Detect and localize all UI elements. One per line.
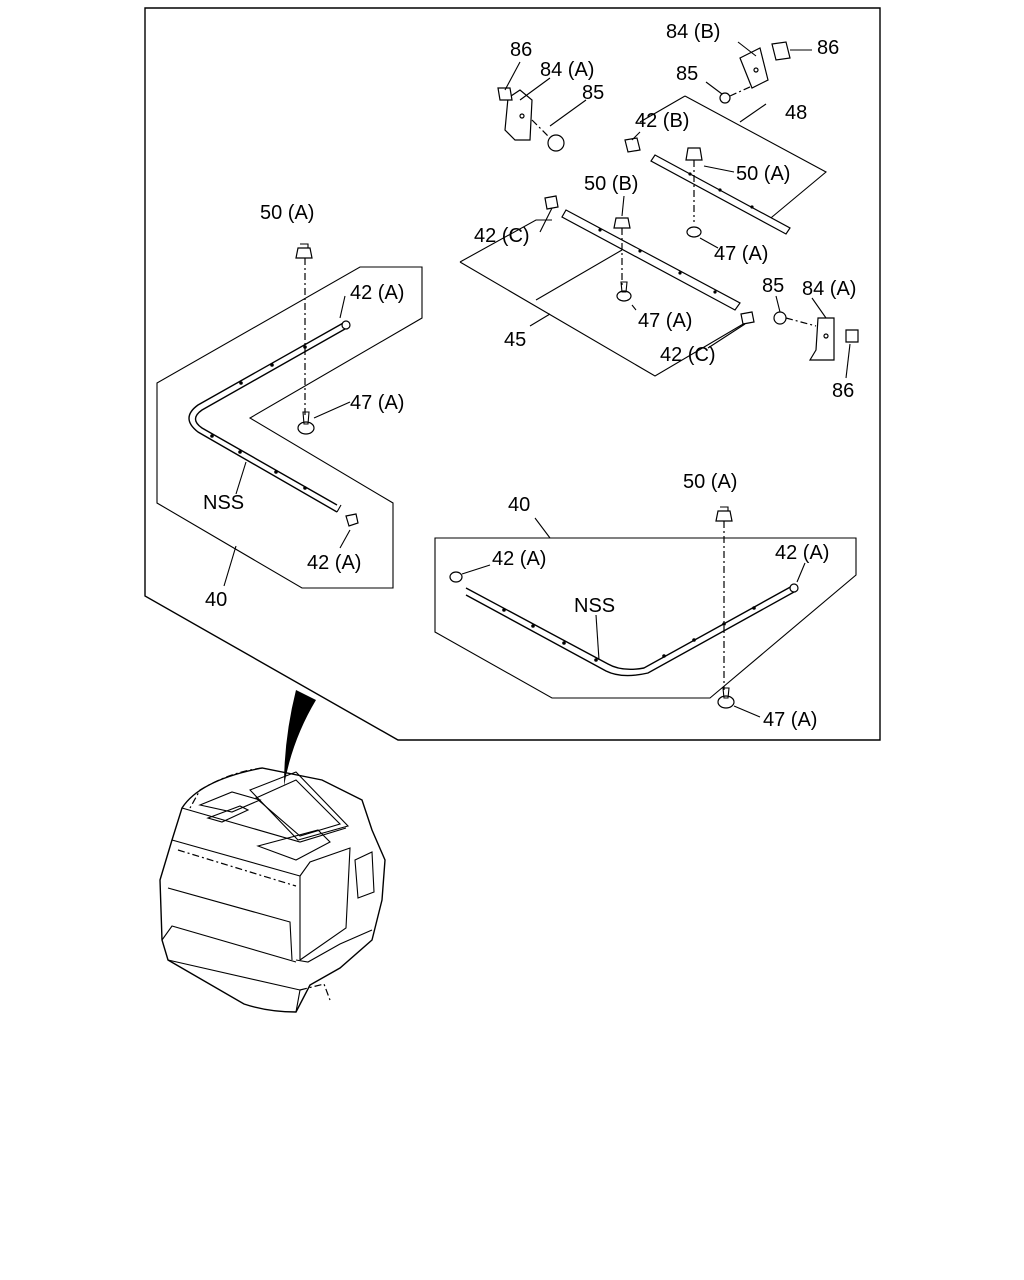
left-drip-molding — [188, 320, 351, 513]
clip-86-top-right — [771, 41, 791, 61]
label-42c-lower: 42 (C) — [660, 344, 716, 366]
center-assembly-boundary — [459, 219, 751, 377]
label-40-right: 40 — [508, 494, 530, 516]
label-nss-right: NSS — [574, 595, 615, 617]
label-85-top-right: 85 — [676, 63, 698, 85]
screw-47a-left — [297, 411, 315, 435]
label-48: 48 — [785, 102, 807, 124]
label-50b: 50 (B) — [584, 173, 638, 195]
truck-cab — [159, 767, 386, 1013]
clip-42a-left-bottom — [345, 513, 359, 527]
clip-42c-upper — [544, 195, 559, 210]
center-molding-45 — [561, 209, 741, 311]
label-86-top-left: 86 — [510, 39, 532, 61]
knob-85-top-left — [531, 119, 565, 152]
clip-42a-right-left — [449, 571, 463, 583]
label-84b: 84 (B) — [666, 21, 720, 43]
label-42a-right-right: 42 (A) — [775, 542, 829, 564]
screw-47a-upper — [686, 226, 702, 238]
screw-47a-right — [717, 687, 735, 709]
screw-85-top-right — [719, 85, 753, 104]
label-42a-left-top: 42 (A) — [350, 282, 404, 304]
label-50a-right: 50 (A) — [683, 471, 737, 493]
clip-50a-right — [715, 506, 733, 522]
bracket-84b — [739, 47, 769, 89]
label-47a-left: 47 (A) — [350, 392, 404, 414]
label-40-left: 40 — [205, 589, 227, 611]
label-47a-right: 47 (A) — [763, 709, 817, 731]
label-84a-top: 84 (A) — [540, 59, 594, 81]
label-50a-left: 50 (A) — [260, 202, 314, 224]
label-86-right: 86 — [832, 380, 854, 402]
label-42b: 42 (B) — [635, 110, 689, 132]
molding-48 — [650, 154, 791, 235]
label-50a-upper: 50 (A) — [736, 163, 790, 185]
label-47a-center: 47 (A) — [638, 310, 692, 332]
bracket-84a-top — [504, 89, 533, 141]
label-47a-upper: 47 (A) — [714, 243, 768, 265]
label-85-top-left: 85 — [582, 82, 604, 104]
left-assembly-boundary — [156, 266, 423, 589]
clip-42c-lower — [740, 311, 755, 325]
label-45: 45 — [504, 329, 526, 351]
clip-50b — [613, 217, 631, 229]
bracket-84a-right — [808, 317, 835, 361]
clip-86-right — [845, 329, 859, 343]
label-85-right: 85 — [762, 275, 784, 297]
right-assembly-boundary — [434, 537, 857, 699]
label-nss-left: NSS — [203, 492, 244, 514]
clip-50a-upper — [685, 147, 703, 161]
label-42a-left-bottom: 42 (A) — [307, 552, 361, 574]
right-drip-molding — [465, 583, 799, 677]
screw-47a-center — [616, 281, 632, 302]
upper-right-assembly-boundary — [639, 95, 827, 223]
label-42c-upper: 42 (C) — [474, 225, 530, 247]
label-84a-right: 84 (A) — [802, 278, 856, 300]
label-42a-right-left: 42 (A) — [492, 548, 546, 570]
clip-50a-left — [295, 243, 313, 259]
label-86-top-right: 86 — [817, 37, 839, 59]
pointer-wedge — [284, 690, 316, 786]
screw-85-right — [773, 311, 817, 327]
assembly-frame — [144, 7, 881, 741]
